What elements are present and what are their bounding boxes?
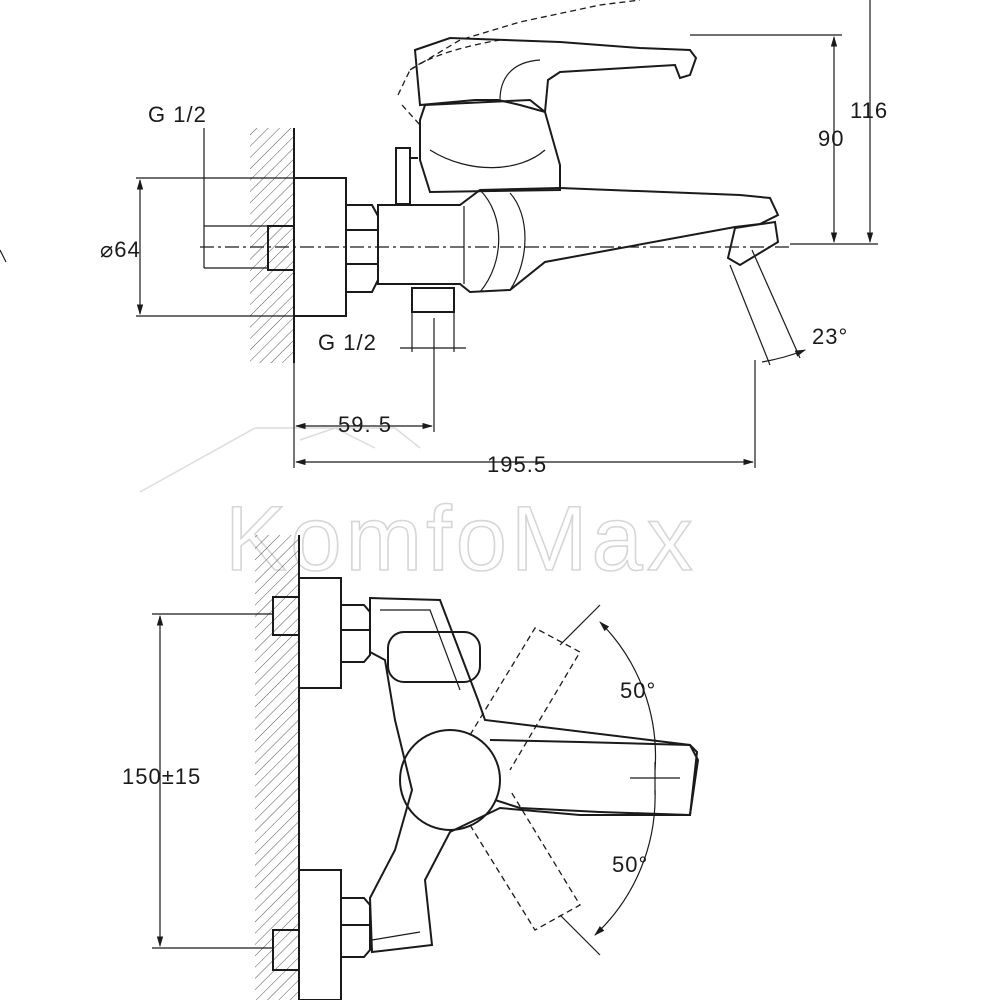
side-view: G 1/2 ⌀64 G 1/2 59. 5 195.5 23° 90 116 <box>0 0 888 477</box>
flange-diameter-label: ⌀64 <box>100 237 141 262</box>
lever-handle <box>413 36 698 114</box>
center-distance-dim: 150±15 <box>122 764 201 789</box>
lever-rotated-up <box>469 627 581 771</box>
outlet-offset-dim: 59. 5 <box>338 412 392 437</box>
top-view: 50° 50° 150±15 <box>122 535 700 1000</box>
spout-angle-label: 23° <box>812 324 848 349</box>
lever-angle-up-label: 50° <box>620 678 656 703</box>
lever-top <box>489 739 700 817</box>
inlet-pipe <box>267 225 295 271</box>
wall-hatch-side <box>250 128 294 363</box>
outlet-thread-label: G 1/2 <box>318 330 377 355</box>
cartridge-housing <box>419 98 561 194</box>
lever-raised-outline <box>397 0 641 96</box>
top-flange-lower <box>298 869 342 1000</box>
spout-tip <box>726 220 780 267</box>
bottom-outlet <box>411 287 455 313</box>
watermark-text: KomfoMax <box>225 488 697 590</box>
lever-rotated-down <box>469 789 581 931</box>
total-height-dim: 116 <box>850 98 888 123</box>
watermark: KomfoMax <box>139 427 697 591</box>
cartridge-hub <box>399 729 501 831</box>
spout-height-dim: 90 <box>818 126 844 151</box>
wall-hatch-top <box>255 535 299 1000</box>
inlet-thread-label: G 1/2 <box>148 102 207 127</box>
diverter-top <box>387 631 481 683</box>
mixer-body <box>377 186 780 294</box>
top-flange-upper <box>298 577 342 689</box>
y-body <box>368 596 699 954</box>
diverter-knob <box>395 147 411 205</box>
total-length-dim: 195.5 <box>487 452 547 477</box>
lever-angle-down-label: 50° <box>612 852 648 877</box>
hex-nut <box>345 204 379 293</box>
